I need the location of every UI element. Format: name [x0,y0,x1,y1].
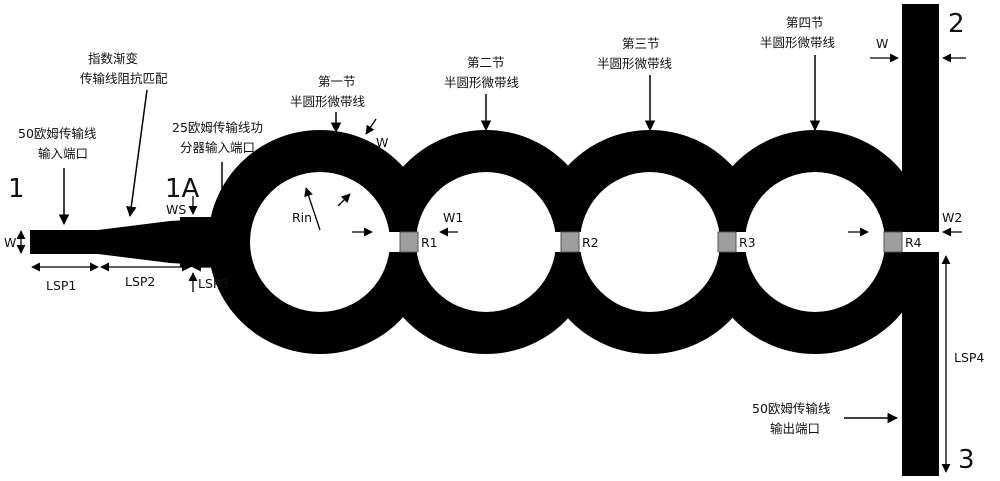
microstrip-layout [30,4,939,476]
lsp3-label: LSP3 [198,276,228,291]
taper-label-line1: 指数渐变 [88,51,138,66]
resistor-label-r1: R1 [421,235,438,250]
w2-label: W2 [942,210,962,225]
port-1-label: 1 [8,174,25,204]
resistors: R1 R2 R3 R4 [399,231,922,253]
sec3-label-line1: 第三节 [622,36,660,51]
port-2-label: 2 [948,9,965,39]
resistor-r4 [883,231,903,253]
input50-label-line2: 输入端口 [38,146,88,161]
lsp1-label: LSP1 [46,278,76,293]
divider-label-line1: 25欧姆传输线功 [172,120,263,135]
sec1-label-line2: 半圆形微带线 [290,94,366,109]
output50-label-line2: 输出端口 [770,421,820,436]
port-3-label: 3 [958,445,975,475]
taper-arrow [126,89,148,218]
lsp2-label: LSP2 [125,274,155,289]
dimensions: W LSP1 LSP2 LSP3 WS W Rin W1 W2 W LSP [4,36,984,473]
resistor-label-r4: R4 [905,235,922,250]
rin-arrow [304,187,321,231]
sec1-label-line1: 第一节 [318,74,356,89]
w-ring-pointer [365,118,377,135]
sec4-label-line2: 半圆形微带线 [760,35,836,50]
resistor-label-r2: R2 [582,235,599,250]
sec4-label-line1: 第四节 [786,15,824,30]
resistor-r2 [560,231,580,253]
ws-label: WS [166,202,186,217]
input-line-50ohm [30,230,100,254]
w-top-label: W [876,36,888,51]
ring-hole-1 [250,172,390,312]
sec2-label-line2: 半圆形微带线 [444,75,520,90]
port-1a-label: 1A [165,174,200,204]
resistor-r3 [717,231,737,253]
lsp4-label: LSP4 [954,350,984,365]
rin-label: Rin [292,210,312,225]
output-gap [902,232,939,252]
rin-arrow-2 [337,193,351,207]
sec2-label-line1: 第二节 [467,55,505,70]
taper-label-line2: 传输线阻抗匹配 [80,71,168,86]
resistor-label-r3: R3 [739,235,756,250]
output50-label-line1: 50欧姆传输线 [752,401,831,416]
center-gap [375,232,903,252]
w-ring-label: W [376,135,388,150]
sec3-label-line2: 半圆形微带线 [597,56,673,71]
divider-label-line2: 分器输入端口 [180,140,255,155]
resistor-r1 [399,231,419,253]
annotations: 50欧姆传输线 输入端口 指数渐变 传输线阻抗匹配 25欧姆传输线功 分器输入端… [18,15,899,436]
w1-label: W1 [443,210,463,225]
w-left-label: W [4,235,16,250]
input50-label-line1: 50欧姆传输线 [18,126,97,141]
